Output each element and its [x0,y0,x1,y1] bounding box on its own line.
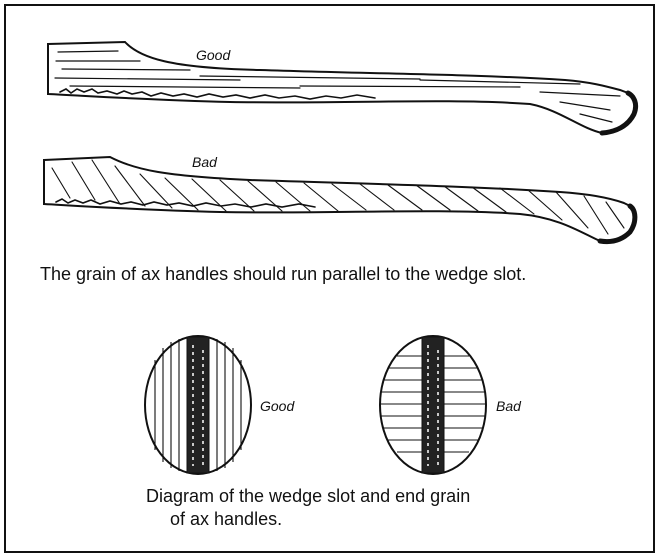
bad-end-grain-label: Bad [496,398,521,414]
end-grain-caption-line1: Diagram of the wedge slot and end grain [146,485,470,508]
good-handle-label: Good [196,47,230,63]
good-handle [48,42,636,133]
bad-handle [44,157,635,242]
handles-caption: The grain of ax handles should run paral… [40,263,526,286]
end-grain-caption-line2: of ax handles. [170,508,282,531]
good-end-grain-label: Good [260,398,294,414]
bad-handle-label: Bad [192,154,217,170]
good-end-grain [145,336,251,474]
bad-end-grain [380,336,486,474]
